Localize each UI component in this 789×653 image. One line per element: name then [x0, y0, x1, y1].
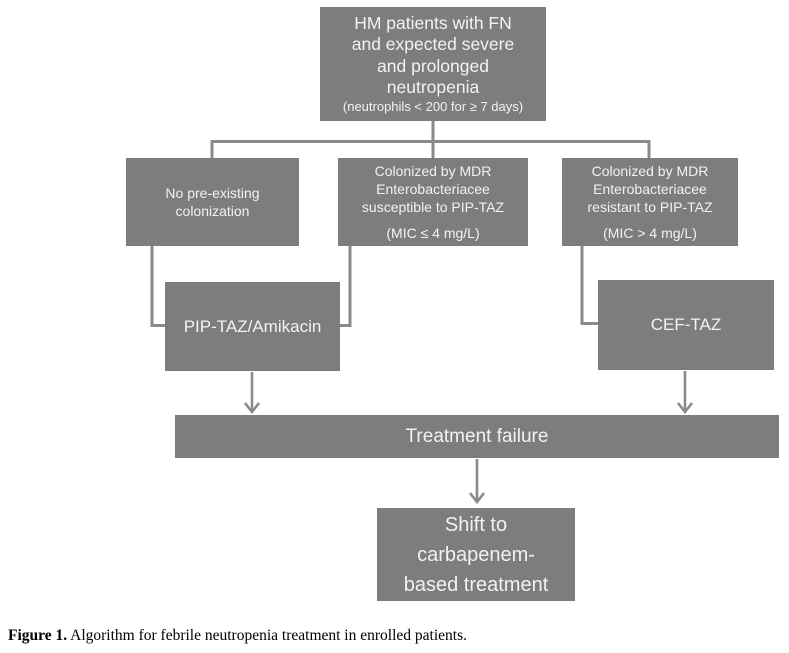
node-root: HM patients with FN and expected severe … — [320, 7, 546, 121]
node-treatment-ceftaz: CEF-TAZ — [598, 280, 774, 370]
node-branch-right-note: (MIC > 4 mg/L) — [603, 225, 697, 242]
arrow-ceftaz-to-failure-head — [676, 402, 694, 415]
figure-caption-text: Algorithm for febrile neutropenia treatm… — [67, 627, 467, 644]
node-branch-middle-note: (MIC ≤ 4 mg/L) — [386, 225, 480, 242]
node-piptaz-text: PIP-TAZ/Amikacin — [183, 316, 322, 336]
node-treatment-piptaz-amikacin: PIP-TAZ/Amikacin — [165, 282, 340, 371]
figure-caption-label: Figure 1. — [8, 627, 68, 644]
node-root-text: HM patients with FN and expected severe … — [351, 12, 515, 97]
arrow-failure-to-shift-head — [468, 492, 486, 505]
node-ceftaz-text: CEF-TAZ — [650, 315, 722, 334]
arrow-piptaz-to-failure-head — [243, 402, 261, 415]
node-treatment-failure: Treatment failure — [175, 415, 779, 458]
node-branch-mdr-resistant: Colonized by MDR Enterobacteriacee resis… — [562, 158, 738, 246]
node-branch-middle-text: Colonized by MDR Enterobacteriacee susce… — [361, 162, 505, 215]
node-failure-text: Treatment failure — [405, 425, 549, 447]
node-root-note: (neutrophils < 200 for ≥ 7 days) — [342, 99, 524, 115]
figure-caption: Figure 1. Algorithm for febrile neutrope… — [8, 627, 467, 645]
node-branch-right-text: Colonized by MDR Enterobacteriacee resis… — [587, 162, 713, 215]
node-branch-no-colonization: No pre-existing colonization — [126, 158, 299, 246]
node-branch-mdr-susceptible: Colonized by MDR Enterobacteriacee susce… — [338, 158, 528, 246]
node-shift-carbapenem: Shift to carbapenem- based treatment — [377, 508, 575, 601]
node-branch-left-text: No pre-existing colonization — [165, 184, 260, 219]
node-shift-text: Shift to carbapenem- based treatment — [403, 513, 549, 596]
